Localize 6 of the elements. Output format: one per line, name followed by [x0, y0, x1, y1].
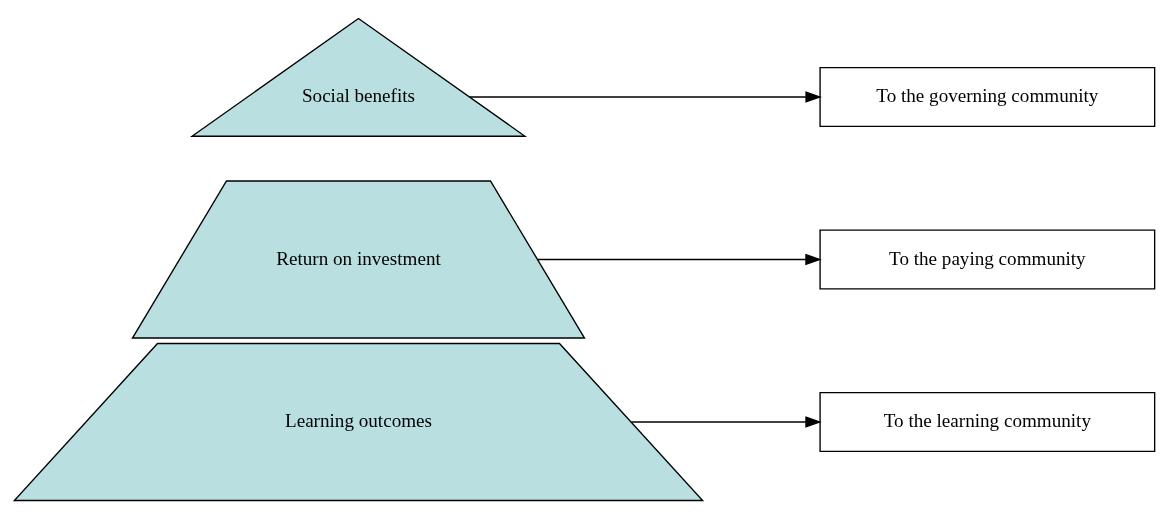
node-box: To the learning community	[819, 391, 1156, 453]
node-box: To the paying community	[819, 229, 1156, 290]
arrow	[468, 91, 822, 103]
node-box: To the governing community	[819, 66, 1156, 128]
arrow	[630, 416, 822, 428]
arrow	[536, 253, 822, 266]
